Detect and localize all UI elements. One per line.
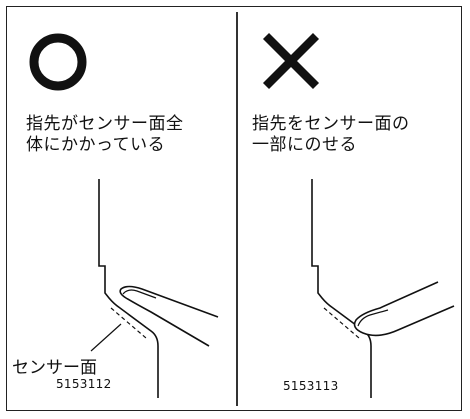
incorrect-caption: 指先をセンサー面の 一部にのせる bbox=[252, 114, 410, 155]
fingernail bbox=[357, 309, 389, 327]
figure-code-right: 5153113 bbox=[283, 379, 339, 393]
sensor-leader-line bbox=[90, 323, 122, 352]
incorrect-panel: 指先をセンサー面の 一部にのせる 5153113 bbox=[238, 6, 462, 411]
sensor-surface-line bbox=[323, 307, 360, 339]
correct-illustration bbox=[29, 33, 219, 398]
fingernail bbox=[122, 289, 157, 299]
figure-frame bbox=[6, 6, 462, 411]
figure-code-left: 5153112 bbox=[56, 377, 112, 391]
sensor-surface-label: センサー面 bbox=[12, 358, 97, 378]
cross-mark-icon bbox=[262, 32, 320, 90]
correct-caption: 指先がセンサー面全 体にかかっている bbox=[26, 114, 184, 155]
circle-mark-icon bbox=[29, 33, 87, 91]
finger bbox=[353, 281, 455, 337]
sensor-surface-line bbox=[110, 307, 147, 339]
panel-divider bbox=[236, 12, 238, 406]
finger bbox=[119, 285, 219, 347]
device-outline bbox=[98, 179, 159, 398]
incorrect-illustration bbox=[262, 32, 455, 398]
correct-panel: 指先がセンサー面全 体にかかっている センサー面 5153112 bbox=[6, 6, 236, 411]
device-outline bbox=[311, 179, 372, 398]
